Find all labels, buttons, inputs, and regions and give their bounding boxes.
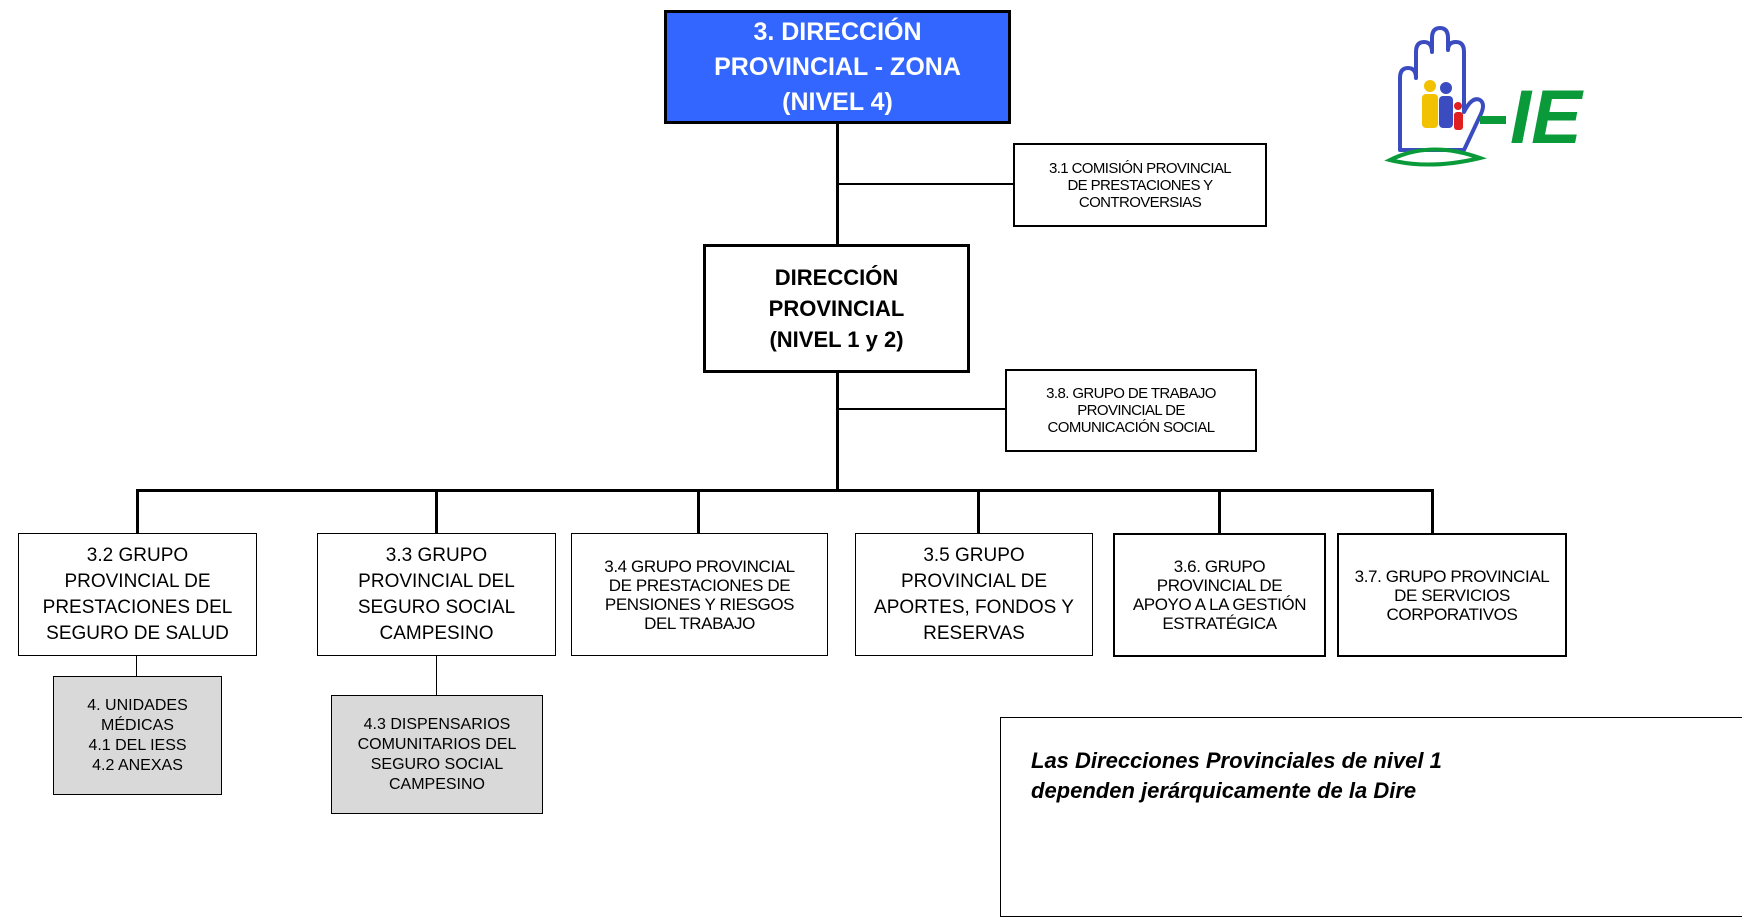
connector-line	[697, 490, 700, 534]
connector-line	[435, 490, 438, 534]
hierarchy-note: Las Direcciones Provinciales de nivel 1 …	[1000, 717, 1742, 917]
hand-family-logo-icon	[1384, 26, 1506, 167]
medical-units-box: 4. UNIDADES MÉDICAS 4.1 DEL IESS 4.2 ANE…	[53, 676, 222, 795]
connector-line	[1431, 490, 1434, 534]
connector-line	[836, 372, 839, 490]
connector-line	[136, 490, 139, 534]
communication-group-box: 3.8. GRUPO DE TRABAJO PROVINCIAL DE COMU…	[1005, 369, 1257, 452]
peasant-insurance-group-box: 3.3 GRUPO PROVINCIAL DEL SEGURO SOCIAL C…	[317, 533, 556, 656]
community-dispensaries-box: 4.3 DISPENSARIOS COMUNITARIOS DEL SEGURO…	[331, 695, 543, 814]
connector-line	[136, 489, 1434, 492]
connector-line	[836, 123, 839, 245]
connector-line	[838, 183, 1014, 185]
provincial-commission-box: 3.1 COMISIÓN PROVINCIAL DE PRESTACIONES …	[1013, 143, 1267, 227]
logo-text: IE	[1510, 75, 1582, 160]
corporate-services-group-box: 3.7. GRUPO PROVINCIAL DE SERVICIOS CORPO…	[1337, 533, 1567, 657]
iess-logo: IE	[1360, 20, 1742, 178]
connector-line	[436, 655, 437, 696]
contributions-funds-group-box: 3.5 GRUPO PROVINCIAL DE APORTES, FONDOS …	[855, 533, 1093, 656]
connector-line	[1218, 490, 1221, 534]
pensions-risks-group-box: 3.4 GRUPO PROVINCIAL DE PRESTACIONES DE …	[571, 533, 828, 656]
health-insurance-group-box: 3.2 GRUPO PROVINCIAL DE PRESTACIONES DEL…	[18, 533, 257, 656]
strategic-support-group-box: 3.6. GRUPO PROVINCIAL DE APOYO A LA GEST…	[1113, 533, 1326, 657]
provincial-direction-box: DIRECCIÓN PROVINCIAL (NIVEL 1 y 2)	[703, 244, 970, 373]
provincial-zone-direction-box: 3. DIRECCIÓN PROVINCIAL - ZONA (NIVEL 4)	[664, 10, 1011, 124]
connector-line	[136, 655, 137, 677]
connector-line	[977, 490, 980, 534]
connector-line	[838, 408, 1006, 410]
